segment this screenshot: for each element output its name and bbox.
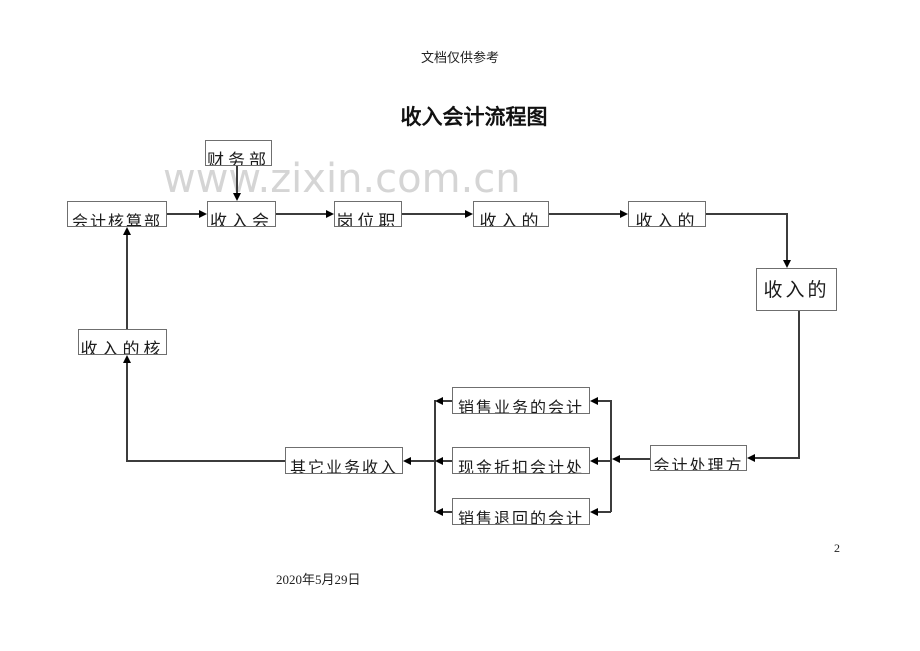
flow-node-label: 销售退回的会计 (457, 509, 584, 525)
arrow-left-icon (612, 455, 620, 463)
flow-node-sales-accounting: 销售业务的会计 (452, 387, 590, 414)
connector-line (443, 460, 452, 462)
document-date: 2020年5月29日 (276, 572, 361, 587)
flow-node-label: 收入会 (210, 212, 273, 227)
connector-line (443, 511, 452, 513)
connector-line (549, 213, 620, 215)
flow-node-income-step-2: 收入的 (628, 201, 706, 227)
connector-line (798, 311, 800, 458)
flow-node-post-duty: 岗位职 (334, 201, 402, 227)
connector-line (167, 213, 199, 215)
arrow-left-icon (590, 508, 598, 516)
flow-node-label: 收入的 (479, 212, 543, 227)
connector-line (276, 213, 326, 215)
arrow-left-icon (403, 457, 411, 465)
flow-node-income-main: 收入的 (756, 268, 837, 311)
flow-node-label: 现金折扣会计处 (457, 458, 584, 474)
arrow-down-icon (233, 193, 241, 201)
flow-node-label: 销售业务的会计 (457, 398, 584, 414)
flow-node-label: 收入的 (763, 279, 830, 301)
flow-node-label: 收入的 (635, 212, 699, 227)
connector-line (706, 213, 788, 215)
flow-node-other-income: 其它业务收入 (285, 447, 403, 474)
arrow-down-icon (783, 260, 791, 268)
flow-node-accounting-dept: 会计核算部 (67, 201, 167, 227)
arrow-left-icon (747, 454, 755, 462)
flow-node-label: 其它业务收入 (289, 458, 398, 474)
arrow-up-icon (123, 227, 131, 235)
arrow-right-icon (620, 210, 628, 218)
flow-node-label: 收入的核 (80, 340, 165, 355)
connector-line (620, 458, 650, 460)
arrow-left-icon (435, 397, 443, 405)
connector-line (598, 511, 611, 513)
flow-node-sales-return: 销售退回的会计 (452, 498, 590, 525)
flow-node-label: 会计核算部 (71, 212, 162, 227)
flow-node-label: 会计处理方 (653, 456, 744, 471)
connector-line (443, 400, 452, 402)
connector-line (598, 460, 611, 462)
arrow-left-icon (435, 508, 443, 516)
flow-node-income-meeting: 收入会 (207, 201, 276, 227)
connector-line (786, 213, 788, 260)
arrow-left-icon (590, 397, 598, 405)
flow-node-income-step-1: 收入的 (473, 201, 549, 227)
page-number: 2 (834, 541, 840, 555)
connector-line (126, 235, 128, 329)
arrow-up-icon (123, 355, 131, 363)
connector-line (755, 457, 800, 459)
connector-line (402, 213, 465, 215)
connector-line (434, 400, 436, 512)
flow-node-accounting-method: 会计处理方 (650, 445, 747, 471)
arrow-left-icon (590, 457, 598, 465)
flow-node-label: 财务部 (207, 151, 270, 166)
connector-line (127, 460, 285, 462)
connector-line (411, 460, 434, 462)
arrow-right-icon (465, 210, 473, 218)
connector-line (598, 400, 611, 402)
header-note: 文档仅供参考 (420, 50, 499, 65)
page-title: 收入会计流程图 (400, 105, 548, 129)
connector-line (610, 400, 612, 512)
arrow-left-icon (435, 457, 443, 465)
flow-node-label: 岗位职 (336, 212, 400, 227)
connector-line (126, 363, 128, 462)
flow-node-finance-dept: 财务部 (205, 140, 272, 166)
arrow-right-icon (199, 210, 207, 218)
flow-node-income-check: 收入的核 (78, 329, 167, 355)
arrow-right-icon (326, 210, 334, 218)
connector-line (236, 166, 238, 193)
flow-node-cash-discount: 现金折扣会计处 (452, 447, 590, 474)
